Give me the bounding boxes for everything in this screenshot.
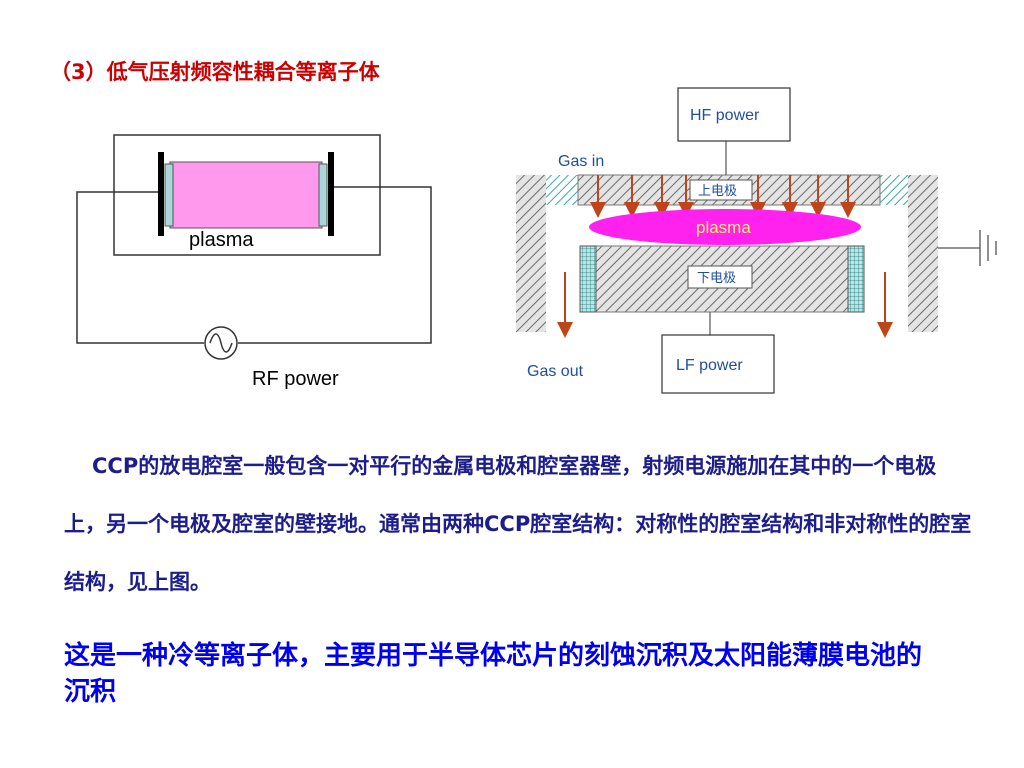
description-paragraph: CCP的放电腔室一般包含一对平行的金属电极和腔室器壁，射频电源施加在其中的一个电… [64, 437, 974, 611]
asymmetric-ccp-diagram: 上电极 plasma 下电极 HF power LF power Gas in … [516, 87, 997, 394]
gas-out-label: Gas out [527, 363, 584, 380]
lower-electrode-right-insulator [847, 245, 865, 313]
right-wire [238, 186, 432, 344]
plasma-region [169, 161, 323, 229]
upper-electrode-label: 上电极 [698, 184, 737, 199]
left-wire [76, 191, 204, 344]
gas-inlet-right [880, 175, 908, 205]
gas-inlet-left [546, 175, 578, 205]
chamber-wall-right [908, 175, 938, 332]
gas-in-label: Gas in [558, 153, 604, 170]
right-plasma-label: plasma [696, 218, 751, 237]
left-dielectric [164, 163, 174, 227]
sine-wave-icon [209, 333, 233, 353]
ground-icon [938, 230, 997, 266]
upper-electrode-tag [689, 179, 753, 201]
chamber-outline [113, 134, 381, 256]
right-dielectric [318, 163, 328, 227]
lower-electrode-tag [687, 265, 753, 289]
page-title: （3）低气压射频容性耦合等离子体 [50, 60, 380, 84]
chamber-wall-left [516, 175, 546, 332]
right-electrode [328, 152, 334, 236]
lower-electrode-label: 下电极 [697, 271, 736, 286]
description-text: CCP的放电腔室一般包含一对平行的金属电极和腔室器壁，射频电源施加在其中的一个电… [64, 454, 972, 594]
highlight-note: 这是一种冷等离子体，主要用于半导体芯片的刻蚀沉积及太阳能薄膜电池的沉积 [64, 641, 923, 707]
left-electrode [158, 152, 164, 236]
gas-in-arrows [590, 175, 856, 218]
hf-power-box [677, 87, 791, 142]
lower-electrode-left-insulator [579, 245, 597, 313]
rf-power-label: RF power [252, 368, 339, 390]
hf-power-label: HF power [690, 107, 760, 124]
plasma-ellipse [589, 209, 861, 245]
lf-power-box [661, 334, 775, 394]
left-plasma-label: plasma [189, 229, 254, 251]
lf-power-label: LF power [676, 357, 743, 374]
symmetric-ccp-diagram: plasma RF power [76, 134, 432, 390]
